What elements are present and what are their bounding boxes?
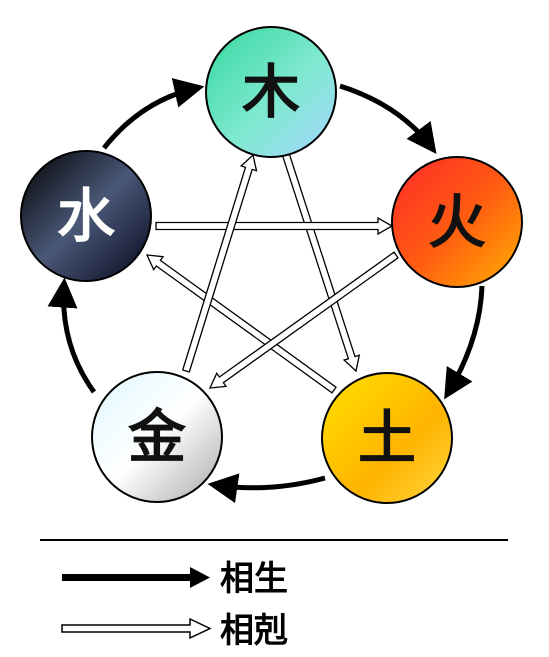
overcoming-star	[145, 153, 399, 394]
arrow-earth-to-water	[145, 254, 337, 394]
arrow-water-to-wood	[102, 78, 205, 150]
element-fire: 火	[391, 156, 523, 288]
earth-circle	[321, 372, 453, 504]
fire-circle	[391, 156, 523, 288]
generating-cycle	[47, 78, 485, 504]
arrow-earth-to-metal	[207, 473, 326, 504]
legend-generating-label: 相生	[220, 559, 288, 599]
legend-overcoming: 相剋	[61, 611, 288, 651]
arrow-fire-to-metal	[208, 251, 399, 389]
earth-char: 土	[358, 404, 416, 472]
legend: 相生 相剋	[61, 559, 288, 651]
fire-char: 火	[428, 188, 486, 256]
arrow-wood-to-fire	[339, 83, 437, 155]
element-wood: 木	[205, 26, 337, 158]
wood-circle	[205, 26, 337, 158]
water-circle	[20, 150, 152, 282]
metal-circle	[91, 371, 223, 503]
element-metal: 金	[91, 371, 223, 503]
legend-solid-arrow-shaft	[62, 574, 194, 581]
arrow-metal-to-wood	[181, 153, 258, 373]
legend-hollow-arrow	[61, 617, 212, 640]
arrow-water-to-fire	[155, 216, 394, 236]
arrow-metal-to-water	[47, 277, 97, 394]
water-char: 水	[57, 182, 116, 250]
arrow-fire-to-earth	[444, 285, 485, 400]
legend-generating: 相生	[62, 559, 288, 599]
element-earth: 土	[321, 372, 453, 504]
wood-char: 木	[242, 58, 300, 126]
legend-overcoming-label: 相剋	[220, 611, 288, 651]
element-water: 水	[20, 150, 152, 282]
legend-solid-arrow-head	[190, 567, 210, 588]
metal-char: 金	[128, 403, 187, 471]
arrow-wood-to-earth	[281, 153, 361, 373]
